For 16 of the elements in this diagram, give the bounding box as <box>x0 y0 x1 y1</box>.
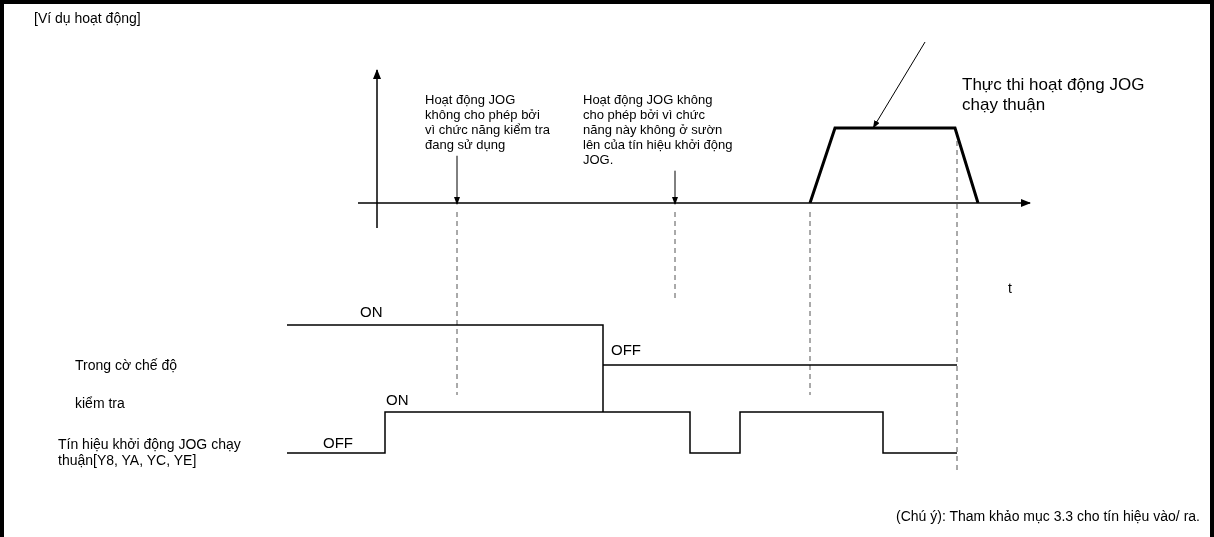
velocity-waveform <box>808 126 980 203</box>
annotation-text: Hoạt động JOG không cho phép bởi vì chức năng kiểm tra đang sử dụng <box>425 93 553 153</box>
leader-arrow <box>672 170 678 205</box>
signal-name: Tín hiệu khởi động JOG chạy thuận[Y8, YA, YC, YE] <box>58 436 242 469</box>
leader-arrow <box>872 41 926 129</box>
state-label: ON <box>386 391 409 409</box>
annotation-text: Thực thi hoạt động JOG chạy thuận <box>920 42 1172 115</box>
state-label: OFF <box>611 341 641 359</box>
diagram-title: [Ví dụ hoạt động] <box>34 10 141 27</box>
time-label: t <box>1008 280 1012 297</box>
annotation-text: Hoạt động JOG không cho phép bởi vì chức năng này không ở sườn lên của tín hiệu khởi động JOG. <box>583 93 733 168</box>
state-label: OFF <box>323 434 353 452</box>
note-text: (Chú ý): Tham khảo mục 3.3 cho tín hiệu vào/ ra. <box>895 508 1200 525</box>
signal-name: Trong cờ chế độ kiểm tra <box>75 356 179 413</box>
leader-arrow <box>454 155 460 205</box>
state-label: ON <box>360 303 383 321</box>
